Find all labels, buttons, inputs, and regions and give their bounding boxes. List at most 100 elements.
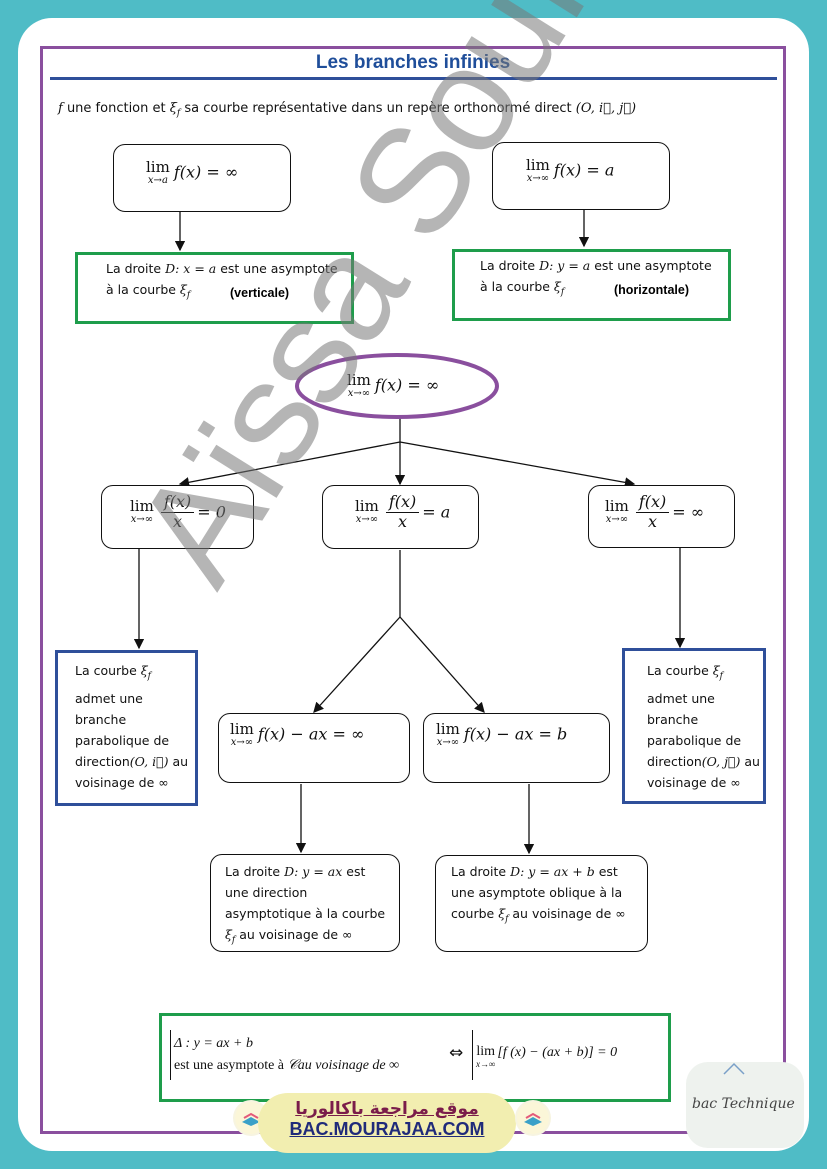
arrow-ratio-inf <box>399 441 636 488</box>
site-banner[interactable]: موقع مراجعة باكالوريا BAC.MOURAJAA.COM <box>258 1093 516 1153</box>
diff-box-b <box>423 713 610 783</box>
direction-xi-sub: f <box>231 935 236 946</box>
horizontal-xi: ξ <box>553 279 561 294</box>
oblique-line4: au voisinage de ∞ <box>508 906 626 921</box>
oblique-box <box>435 855 648 952</box>
summary-box <box>159 1013 671 1102</box>
parabolic-right-frame: (O, j⃗) <box>701 753 741 769</box>
oblique-text: La droite D: y = ax + b est une asymptot… <box>451 861 626 931</box>
summary-left-bar <box>170 1030 172 1080</box>
intro-xi-sub: f <box>176 108 181 119</box>
summary-lim: lim <box>476 1044 496 1059</box>
oblique-xi-sub: f <box>505 914 509 925</box>
vertical-xi-sub: f <box>186 290 191 301</box>
oblique-xi: ξ <box>498 906 506 921</box>
stamp-text: bac Technique <box>692 1096 795 1112</box>
parabolic-left-line2: admet une <box>75 690 143 706</box>
ratio-inf-num: f(x) <box>635 493 670 513</box>
limit-horizontal-sub: x→∞ <box>526 173 550 184</box>
center-limit-body: f(x) = ∞ <box>374 375 440 395</box>
vertical-xi: ξ <box>179 282 187 297</box>
intro-text1: une fonction et <box>62 101 170 116</box>
parabolic-right-line2: admet une <box>647 690 715 706</box>
diff-inf-sub: x→∞ <box>230 737 254 748</box>
ratio-zero-rhs: = 0 <box>197 502 226 522</box>
ratio-box-inf <box>588 485 735 548</box>
ratio-inf-den: x <box>648 512 658 531</box>
parabolic-right-line4: parabolique de <box>647 732 742 748</box>
vertical-label: (verticale) <box>230 286 290 300</box>
ratio-a-rhs: = a <box>422 502 451 522</box>
ratio-box-zero <box>101 485 254 549</box>
vertical-text2: est une asymptote <box>216 261 338 276</box>
parabolic-box-right <box>622 648 766 804</box>
intro-text2: sa courbe représentative dans un repère … <box>180 101 576 116</box>
limit-vertical-body: f(x) = ∞ <box>173 162 239 182</box>
horizontal-eq: D: y = a <box>539 258 591 273</box>
vertical-asymptote-text: La droite D: x = a est une asymptote à l… <box>106 258 338 307</box>
oblique-eq: D: y = ax + b <box>510 864 595 879</box>
center-limit-sub: x→∞ <box>347 388 371 399</box>
direction-eq: D: y = ax <box>284 864 343 879</box>
direction-xi: ξ <box>225 927 232 942</box>
vertical-asymptote-box <box>75 252 354 324</box>
horizontal-text3: à la courbe <box>480 279 554 294</box>
parabolic-left-suffix: au <box>168 753 189 769</box>
parabolic-left-line4: parabolique de <box>75 732 170 748</box>
summary-delta: Δ : y = ax + b <box>174 1036 253 1051</box>
limit-box-horizontal <box>492 142 670 210</box>
parabolic-right-text: La courbe ξf admet une branche paraboliq… <box>647 660 760 793</box>
summary-lim-sub: x→∞ <box>476 1059 496 1069</box>
page-title: Les branches infinies <box>315 52 511 73</box>
direction-box <box>210 854 400 952</box>
book-icon <box>517 1102 549 1134</box>
parabolic-left-xi: ξ <box>140 663 148 678</box>
ratio-inf-sub: x→∞ <box>605 514 629 525</box>
oblique-line2: une asymptote oblique à la <box>451 885 623 900</box>
ratio-a-num: f(x) <box>385 493 420 513</box>
site-arabic[interactable]: موقع مراجعة باكالوريا <box>295 1099 479 1119</box>
parabolic-box-left <box>55 650 198 806</box>
parabolic-left-text: La courbe ξf admet une branche paraboliq… <box>75 660 188 793</box>
summary-line2b: au voisinage de ∞ <box>297 1058 400 1073</box>
ratio-box-a <box>322 485 479 549</box>
intro-sentence: f une fonction et ξf sa courbe représent… <box>58 101 636 119</box>
direction-line3: asymptotique à la courbe <box>225 906 386 921</box>
limit-vertical-sub: x→a <box>147 175 168 186</box>
parabolic-right-xi-sub: f <box>719 671 724 682</box>
limit-horizontal-body: f(x) = a <box>553 160 615 180</box>
ratio-zero-sub: x→∞ <box>130 514 154 525</box>
parabolic-left-dir: direction <box>75 753 130 769</box>
direction-text: La droite D: y = ax est une direction as… <box>225 861 385 952</box>
horizontal-label: (horizontale) <box>614 283 689 297</box>
ratio-a-sub: x→∞ <box>355 514 379 525</box>
parabolic-right-dir: direction <box>647 753 702 769</box>
ratio-inf-rhs: = ∞ <box>672 502 705 522</box>
ratio-zero-num: f(x) <box>160 493 195 513</box>
intro-xi: ξ <box>169 101 177 116</box>
horizontal-asymptote-text: La droite D: y = a est une asymptote à l… <box>480 255 712 304</box>
ratio-a-den: x <box>398 512 408 531</box>
arrow-ratio-zero <box>178 441 401 488</box>
vertical-eq: D: x = a <box>165 261 217 276</box>
site-link[interactable]: BAC.MOURAJAA.COM <box>289 1119 485 1139</box>
direction-text2: est <box>342 864 366 879</box>
diff-box-inf <box>218 713 410 783</box>
direction-line2: une direction <box>225 885 308 900</box>
intro-frame: (O, i⃗, j⃗) <box>575 101 637 116</box>
diff-inf-body: f(x) − ax = ∞ <box>257 724 365 744</box>
title-underline <box>50 77 777 80</box>
horizontal-text1: La droite <box>480 258 540 273</box>
vertical-text3: à la courbe <box>106 282 180 297</box>
parabolic-right-suffix: au <box>740 753 760 769</box>
parabolic-right-xi: ξ <box>712 663 720 678</box>
horizontal-text2: est une asymptote <box>590 258 712 273</box>
summary-right-bar <box>472 1030 474 1080</box>
oblique-text1: La droite <box>451 864 511 879</box>
